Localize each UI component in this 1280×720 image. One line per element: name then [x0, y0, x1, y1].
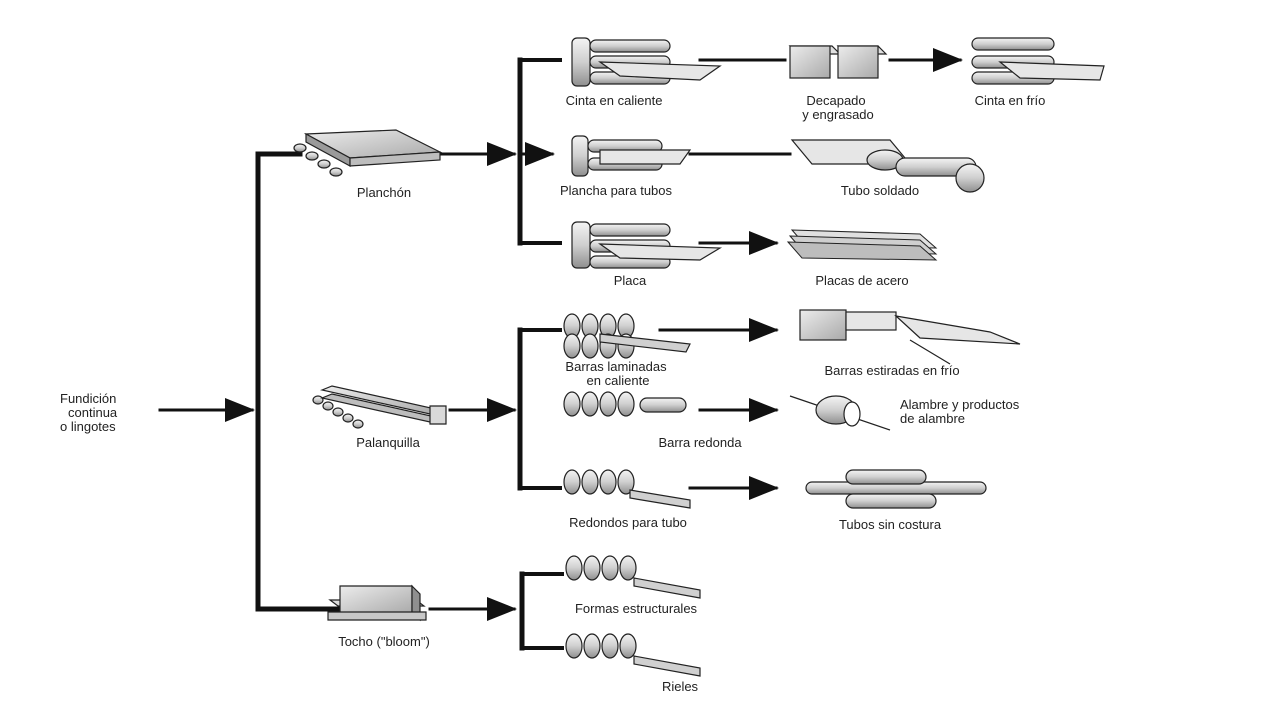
cold-strip-mill-illustration — [971, 37, 1105, 85]
plate-mill-illustration — [571, 221, 723, 269]
decapado-label-line1: Decapado — [806, 93, 866, 108]
redondos-tubo-label: Redondos para tubo — [569, 515, 687, 530]
plancha-tubos-label: Plancha para tubos — [559, 183, 673, 198]
barras-laminadas-label-line1: Barras laminadas — [565, 359, 667, 374]
welded-tube-illustration — [790, 139, 985, 193]
cinta-caliente-label: Cinta en caliente — [565, 93, 663, 108]
placas-acero-label: Placas de acero — [815, 273, 909, 288]
flow-lines — [158, 48, 963, 651]
wire-drawing-illustration — [789, 395, 891, 431]
tocho-label: Tocho ("bloom") — [338, 634, 430, 649]
pipe-plate-mill-illustration — [571, 135, 692, 177]
bar-mill-illustration — [563, 313, 691, 359]
alambre-label-line1: Alambre y productos — [900, 397, 1020, 412]
hot-strip-mill-illustration — [571, 37, 722, 87]
tocho-bloom-illustration — [327, 584, 427, 622]
barras-estiradas-label: Barras estiradas en frío — [824, 363, 960, 378]
planchon-slab-illustration — [293, 129, 443, 177]
seamless-tube-illustration — [805, 469, 987, 509]
tubos-sin-costura-label: Tubos sin costura — [838, 517, 942, 532]
source-label-line3: o lingotes — [60, 419, 116, 434]
source-label-line1: Fundición — [60, 391, 117, 406]
rieles-label: Rieles — [661, 679, 699, 694]
rod-mill-illustration — [563, 391, 687, 417]
barras-laminadas-label-line2: en caliente — [586, 373, 650, 388]
cinta-frio-label: Cinta en frío — [974, 93, 1046, 108]
tubo-soldado-label: Tubo soldado — [840, 183, 920, 198]
cold-drawing-illustration — [799, 309, 1021, 365]
structural-mill-illustration — [565, 555, 701, 599]
decapado-label-line2: y engrasado — [802, 107, 874, 122]
formas-estructurales-label: Formas estructurales — [574, 601, 698, 616]
palanquilla-billet-illustration — [312, 385, 447, 429]
source-label-line2: continua — [68, 405, 118, 420]
rail-mill-illustration — [565, 633, 701, 677]
palanquilla-label: Palanquilla — [356, 435, 420, 450]
placa-label: Placa — [613, 273, 647, 288]
planchon-label: Planchón — [356, 185, 412, 200]
tube-round-mill-illustration — [563, 469, 691, 509]
pickling-tanks-illustration — [788, 45, 888, 79]
alambre-label-line2: de alambre — [900, 411, 966, 426]
steel-plates-stack-illustration — [786, 229, 938, 261]
barra-redonda-label: Barra redonda — [658, 435, 742, 450]
